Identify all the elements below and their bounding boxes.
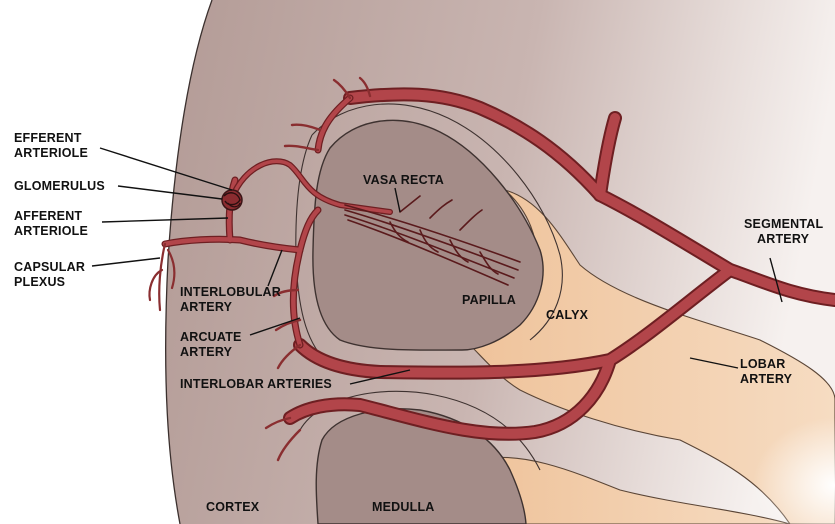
label-glomerulus: GLOMERULUS xyxy=(14,179,105,193)
label-interlobar-arteries-line1: INTERLOBAR ARTERIES xyxy=(180,377,332,391)
label-capsular-plexus-line1: CAPSULAR xyxy=(14,260,85,274)
label-afferent-arteriole-line1: AFFERENT xyxy=(14,209,82,223)
label-cortex-line1: CORTEX xyxy=(206,500,260,514)
label-segmental-artery-line1: SEGMENTAL xyxy=(744,217,824,231)
label-cortex: CORTEX xyxy=(206,500,260,514)
label-glomerulus-line1: GLOMERULUS xyxy=(14,179,105,193)
label-segmental-artery-line2: ARTERY xyxy=(757,232,810,246)
label-interlobular-artery-line2: ARTERY xyxy=(180,300,233,314)
label-calyx: CALYX xyxy=(546,308,589,322)
label-papilla-line1: PAPILLA xyxy=(462,293,516,307)
label-medulla: MEDULLA xyxy=(372,500,435,514)
label-lobar-artery-line2: ARTERY xyxy=(740,372,793,386)
label-interlobar-arteries: INTERLOBAR ARTERIES xyxy=(180,377,332,391)
leader-capsular xyxy=(92,258,160,266)
label-vasa-recta-line1: VASA RECTA xyxy=(363,173,444,187)
label-efferent-arteriole-line2: ARTERIOLE xyxy=(14,146,88,160)
label-capsular-plexus: CAPSULAR PLEXUS xyxy=(14,260,89,289)
label-vasa-recta: VASA RECTA xyxy=(363,173,444,187)
label-papilla: PAPILLA xyxy=(462,293,516,307)
label-medulla-line1: MEDULLA xyxy=(372,500,435,514)
label-arcuate-artery-line1: ARCUATE xyxy=(180,330,242,344)
glomerulus-knot xyxy=(222,190,242,210)
label-arcuate-artery-line2: ARTERY xyxy=(180,345,233,359)
label-capsular-plexus-line2: PLEXUS xyxy=(14,275,65,289)
label-lobar-artery-line1: LOBAR xyxy=(740,357,785,371)
label-afferent-arteriole-line2: ARTERIOLE xyxy=(14,224,88,238)
label-efferent-arteriole-line1: EFFERENT xyxy=(14,131,82,145)
label-interlobular-artery-line1: INTERLOBULAR xyxy=(180,285,281,299)
label-lobar-artery: LOBAR ARTERY xyxy=(740,357,793,386)
label-afferent-arteriole: AFFERENT ARTERIOLE xyxy=(14,209,88,238)
right-fade-overlay xyxy=(600,330,835,524)
label-calyx-line1: CALYX xyxy=(546,308,589,322)
label-efferent-arteriole: EFFERENT ARTERIOLE xyxy=(14,131,88,160)
